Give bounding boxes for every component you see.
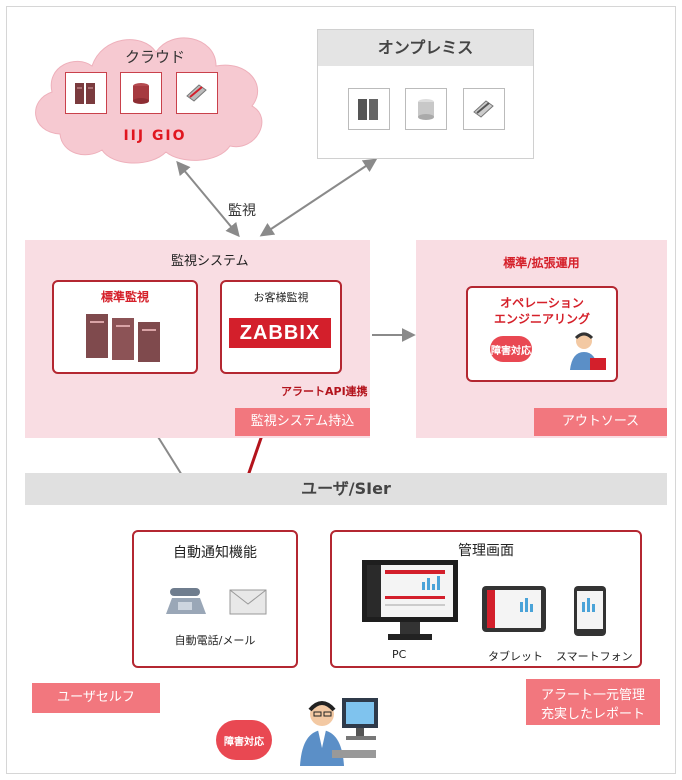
iij-gio-logo: IIJ GIO [123, 128, 187, 144]
tablet-icon [482, 586, 546, 632]
monitoring-system-title: 監視システム [171, 254, 249, 269]
report-label: アラート一元管理 充実したレポート [526, 679, 660, 725]
user-sier-title: ユーザ/SIer [25, 473, 667, 505]
report-label-line2: 充実したレポート [540, 707, 645, 722]
auto-notify-caption: 自動電話/メール [174, 634, 256, 647]
diagram-frame [6, 6, 676, 774]
arrow-onprem-to-monitor [259, 158, 378, 237]
phone-icon [166, 588, 206, 614]
smartphone-icon [574, 586, 606, 636]
incident-badge: 障害対応 [490, 336, 532, 362]
standard-monitoring-title: 標準監視 [100, 290, 149, 304]
server-cluster-icon [86, 314, 160, 362]
operation-title-line1: オペレーション [500, 296, 584, 310]
onprem-network-switch-icon [463, 88, 505, 130]
onpremise-panel: オンプレミス [317, 29, 534, 159]
mail-icon [229, 589, 267, 615]
onprem-storage-icon [405, 88, 447, 130]
onprem-server-rack-icon [348, 88, 390, 130]
auto-notify-card: 自動通知機能 自動電話/メール [132, 530, 298, 668]
outsource-panel: 標準/拡張運用 オペレーション エンジニアリング 障害対応 アウトソース [416, 240, 667, 438]
cloud-network-switch-icon [176, 72, 218, 114]
user-incident-badge: 障害対応 [216, 720, 272, 760]
onpremise-title: オンプレミス [318, 30, 533, 66]
management-screen-title: 管理画面 [458, 543, 514, 559]
auto-notify-title: 自動通知機能 [173, 545, 257, 561]
operation-engineering-card: オペレーション エンジニアリング 障害対応 [466, 286, 618, 382]
outsource-panel-title: 標準/拡張運用 [503, 256, 580, 270]
user-at-computer-icon [300, 698, 378, 766]
pc-label: PC [392, 648, 407, 661]
cloud-server-rack-icon [65, 72, 107, 114]
cloud-storage-icon [120, 72, 162, 114]
operator-icon [570, 332, 606, 370]
customer-monitoring-title: お客様監視 [253, 291, 309, 304]
operation-title-line2: エンジニアリング [493, 312, 590, 326]
bring-in-label: 監視システム持込 [235, 408, 370, 436]
outsource-label: アウトソース [534, 408, 667, 436]
zabbix-logo: ZABBIX [229, 318, 331, 348]
pc-monitor-icon [362, 560, 458, 640]
report-label-line1: アラート一元管理 [540, 688, 645, 703]
alert-api-label: アラートAPI連携 [281, 385, 368, 398]
management-screen-card: 管理画面 PC タブレット スマートフォン [330, 530, 642, 668]
user-self-label: ユーザセルフ [32, 683, 160, 713]
arrow-cloud-to-monitor [176, 160, 240, 238]
standard-monitoring-card: 標準監視 [52, 280, 198, 374]
smartphone-label: スマートフォン [556, 650, 633, 663]
tablet-label: タブレット [488, 650, 543, 663]
cloud-title: クラウド [124, 48, 185, 66]
watch-label: 監視 [228, 203, 256, 219]
